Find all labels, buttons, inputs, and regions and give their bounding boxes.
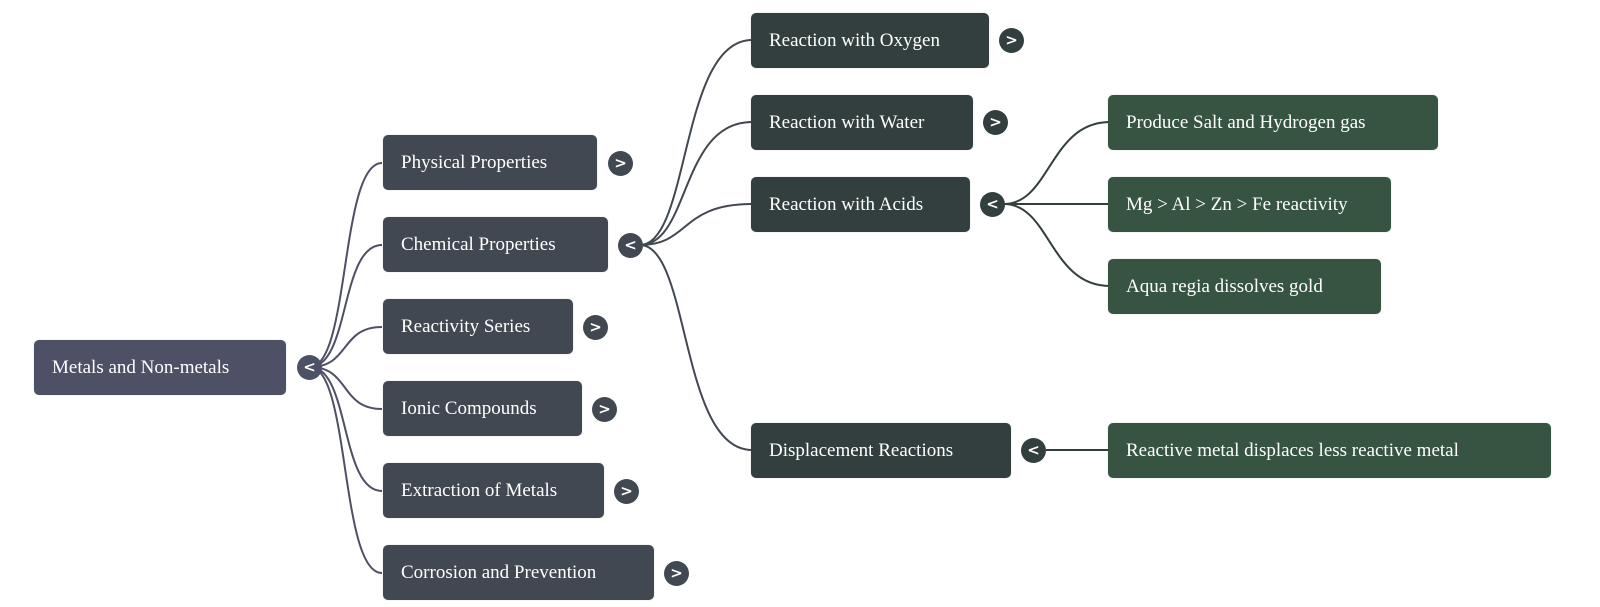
link-chemical-displacement bbox=[639, 244, 753, 451]
node-chemical-properties[interactable]: Chemical Properties bbox=[383, 217, 608, 272]
link-root-physical bbox=[309, 162, 383, 368]
link-chemical-water bbox=[639, 121, 753, 246]
link-chemical-acids bbox=[639, 203, 753, 246]
node-physical-properties[interactable]: Physical Properties bbox=[383, 135, 597, 190]
reactivity-series-expand-toggle[interactable]: > bbox=[583, 315, 608, 340]
node-reactive-metal-displaces[interactable]: Reactive metal displaces less reactive m… bbox=[1108, 423, 1551, 478]
link-root-chemical bbox=[309, 244, 383, 368]
root-node[interactable]: Metals and Non-metals bbox=[34, 340, 286, 395]
link-chemical-oxygen bbox=[639, 39, 753, 246]
reaction-with-acids-collapse-toggle[interactable]: < bbox=[980, 192, 1005, 217]
root-collapse-toggle[interactable]: < bbox=[297, 355, 322, 380]
node-reaction-with-acids[interactable]: Reaction with Acids bbox=[751, 177, 970, 232]
reaction-with-oxygen-expand-toggle[interactable]: > bbox=[999, 28, 1024, 53]
node-reactivity-series[interactable]: Reactivity Series bbox=[383, 299, 573, 354]
physical-properties-expand-toggle[interactable]: > bbox=[608, 151, 633, 176]
extraction-of-metals-expand-toggle[interactable]: > bbox=[614, 479, 639, 504]
node-reaction-with-water[interactable]: Reaction with Water bbox=[751, 95, 973, 150]
link-acids-salt bbox=[1003, 121, 1111, 205]
node-corrosion-and-prevention[interactable]: Corrosion and Prevention bbox=[383, 545, 654, 600]
displacement-reactions-collapse-toggle[interactable]: < bbox=[1021, 438, 1046, 463]
chemical-properties-collapse-toggle[interactable]: < bbox=[618, 233, 643, 258]
link-root-extraction bbox=[309, 366, 383, 492]
node-reactivity-order[interactable]: Mg > Al > Zn > Fe reactivity bbox=[1108, 177, 1391, 232]
node-displacement-reactions[interactable]: Displacement Reactions bbox=[751, 423, 1011, 478]
node-aqua-regia-dissolves-gold[interactable]: Aqua regia dissolves gold bbox=[1108, 259, 1381, 314]
link-root-corrosion bbox=[309, 366, 383, 574]
reaction-with-water-expand-toggle[interactable]: > bbox=[983, 110, 1008, 135]
ionic-compounds-expand-toggle[interactable]: > bbox=[592, 397, 617, 422]
node-produce-salt-and-hydrogen-gas[interactable]: Produce Salt and Hydrogen gas bbox=[1108, 95, 1438, 150]
node-ionic-compounds[interactable]: Ionic Compounds bbox=[383, 381, 582, 436]
node-extraction-of-metals[interactable]: Extraction of Metals bbox=[383, 463, 604, 518]
corrosion-and-prevention-expand-toggle[interactable]: > bbox=[664, 561, 689, 586]
node-reaction-with-oxygen[interactable]: Reaction with Oxygen bbox=[751, 13, 989, 68]
link-acids-aqua bbox=[1003, 203, 1111, 287]
